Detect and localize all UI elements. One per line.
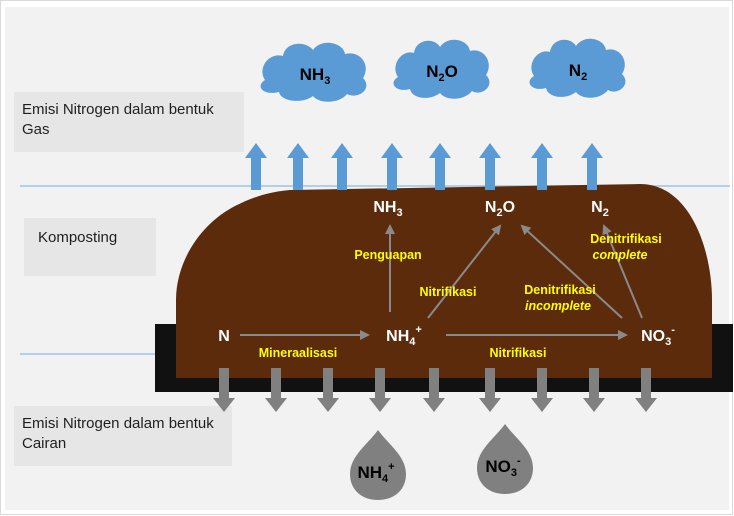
liquid-down-arrow (635, 368, 657, 412)
liquid-down-arrow (213, 368, 235, 412)
liquid-down-arrow (423, 368, 445, 412)
liquid-down-arrow (265, 368, 287, 412)
species-nh3-top: NH3 (373, 199, 402, 219)
arrow-denitrification-complete (602, 224, 643, 319)
gas-up-arrow (581, 143, 603, 190)
species-n2-top: N2 (591, 199, 609, 219)
liquid-down-arrow (369, 368, 391, 412)
composting-label: Komposting (24, 218, 156, 276)
gas-up-arrow (531, 143, 553, 190)
liquid-down-arrow (317, 368, 339, 412)
svg-text:N2O: N2O (426, 62, 458, 84)
label-mineraalisasi: Mineraalisasi (259, 346, 338, 360)
species-nh4: NH4+ (386, 324, 422, 348)
gas-up-arrow (479, 143, 501, 190)
liquid-down-arrow (583, 368, 605, 412)
svg-text:NH3: NH3 (300, 65, 331, 87)
cloud-nh3: NH3 (260, 42, 367, 102)
gas-up-arrow (331, 143, 353, 190)
label-denitrifikasi-complete: Denitrifikasi (590, 232, 662, 246)
cloud-n2o: N2O (393, 39, 490, 99)
label-nitrifikasi-bottom: Nitrifikasi (490, 346, 547, 360)
drop-nh4: NH4+ (350, 430, 406, 500)
drop-no3: NO3- (477, 424, 533, 494)
cloud-n2: N2 (529, 38, 626, 98)
arrow-nitrification-up (427, 224, 502, 319)
svg-text:NH4+: NH4+ (357, 461, 394, 485)
svg-text:N2: N2 (569, 61, 587, 83)
label-complete: complete (593, 248, 648, 262)
gas-up-arrow (245, 143, 267, 190)
gas-emission-label: Emisi Nitrogen dalam bentuk Gas (14, 92, 244, 152)
label-incomplete: incomplete (525, 299, 591, 313)
label-penguapan: Penguapan (354, 248, 421, 262)
arrow-denitrification-incomplete (520, 224, 623, 319)
gas-up-arrow (381, 143, 403, 190)
gas-emission-arrows (245, 143, 603, 190)
species-n: N (218, 328, 230, 345)
gas-up-arrow (429, 143, 451, 190)
gas-up-arrow (287, 143, 309, 190)
liquid-emission-label: Emisi Nitrogen dalam bentuk Cairan (14, 406, 232, 466)
label-denitrifikasi-incomplete: Denitrifikasi (524, 283, 596, 297)
species-no3: NO3- (641, 324, 675, 348)
species-n2o-top: N2O (485, 199, 515, 219)
label-nitrifikasi-up: Nitrifikasi (420, 285, 477, 299)
liquid-down-arrow (531, 368, 553, 412)
compost-pile (176, 184, 712, 378)
liquid-down-arrow (479, 368, 501, 412)
svg-text:NO3-: NO3- (485, 455, 521, 479)
liquid-emission-arrows (213, 368, 657, 412)
